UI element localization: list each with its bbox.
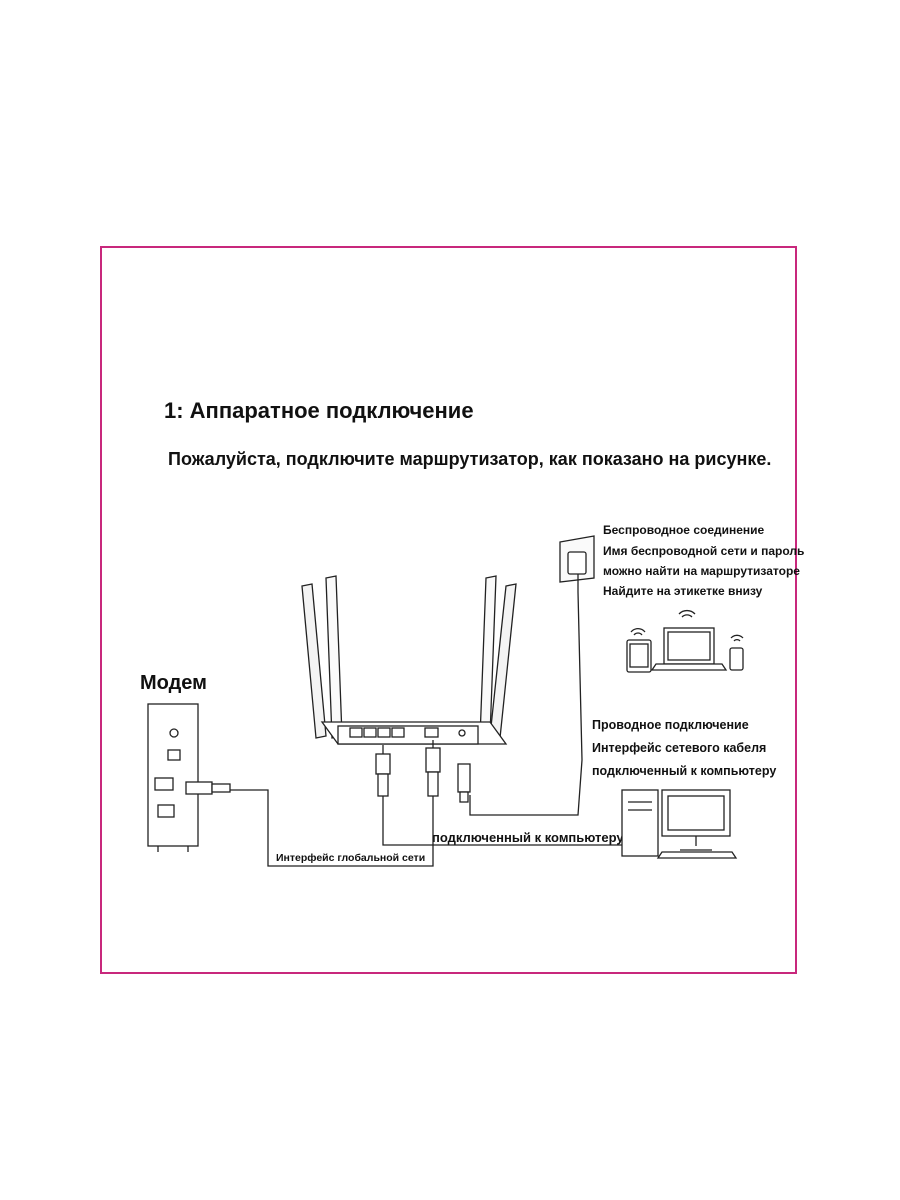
modem-label: Модем — [140, 672, 207, 694]
modem-icon — [147, 703, 231, 852]
wired-caption-line-2: Интерфейс сетевого кабеля — [592, 741, 767, 755]
wan-cable-label: Интерфейс глобальной сети — [276, 852, 426, 864]
wifi-icon — [630, 609, 744, 642]
wireless-caption-line-3: можно найти на маршрутизаторе — [603, 564, 800, 578]
desktop-computer-icon — [621, 789, 738, 859]
wireless-caption-line-4: Найдите на этикетке внизу — [603, 584, 763, 598]
tablet-icon — [626, 639, 652, 673]
lan-cable-plug — [375, 745, 622, 846]
lan-cable-label: подключенный к компьютеру — [432, 830, 624, 845]
router-icon — [301, 575, 517, 745]
wireless-caption-line-1: Беспроводное соединение — [603, 523, 765, 537]
wired-caption-line-1: Проводное подключение — [592, 718, 749, 732]
frame-right-edge — [795, 246, 797, 974]
phone-icon — [729, 647, 744, 671]
page-subtitle: Пожалуйста, подключите маршрутизатор, ка… — [168, 449, 772, 469]
power-adapter-icon — [457, 535, 595, 816]
wired-caption-line-3: подключенный к компьютеру — [592, 764, 777, 778]
wan-cable-plug — [230, 740, 441, 867]
page-title: 1: Аппаратное подключение — [164, 398, 474, 423]
laptop-icon — [650, 627, 728, 671]
wireless-caption-line-2: Имя беспроводной сети и пароль — [603, 544, 805, 558]
